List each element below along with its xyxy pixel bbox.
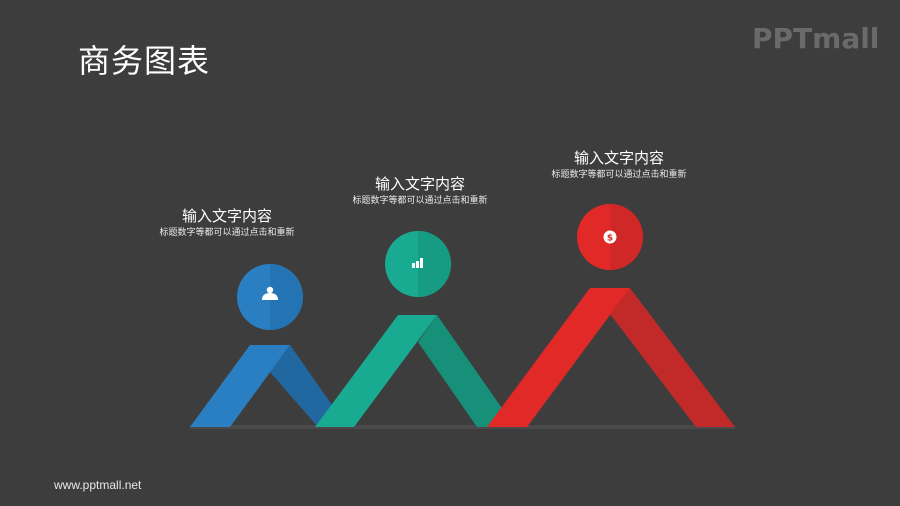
item-heading: 输入文字内容 bbox=[181, 207, 272, 225]
bar-chart-icon bbox=[412, 258, 423, 268]
item-subtext: 标题数字等都可以通过点击和重新 bbox=[159, 228, 295, 238]
dollar-coin-icon: $ bbox=[603, 230, 617, 244]
item-subtext: 标题数字等都可以通过点击和重新 bbox=[352, 196, 488, 206]
item-label-1: 输入文字内容 标题数字等都可以通过点击和重新 bbox=[127, 207, 327, 239]
circle-red: $ bbox=[577, 204, 643, 270]
page-title: 商务图表 bbox=[78, 42, 211, 80]
item-subtext: 标题数字等都可以通过点击和重新 bbox=[551, 170, 687, 180]
mountain-teal bbox=[315, 315, 515, 427]
baseline bbox=[190, 425, 735, 429]
mountain-red bbox=[487, 288, 735, 427]
footer-url: www.pptmall.net bbox=[54, 478, 142, 492]
circle-blue bbox=[237, 264, 303, 330]
circle-teal bbox=[385, 231, 451, 297]
item-label-3: 输入文字内容 标题数字等都可以通过点击和重新 bbox=[519, 149, 719, 181]
user-icon bbox=[262, 286, 278, 300]
mountain-blue bbox=[190, 345, 332, 427]
svg-text:$: $ bbox=[607, 234, 613, 244]
item-label-2: 输入文字内容 标题数字等都可以通过点击和重新 bbox=[320, 175, 520, 207]
item-heading: 输入文字内容 bbox=[573, 149, 664, 167]
brand-logo: PPTmall bbox=[752, 22, 880, 55]
item-heading: 输入文字内容 bbox=[374, 175, 465, 193]
